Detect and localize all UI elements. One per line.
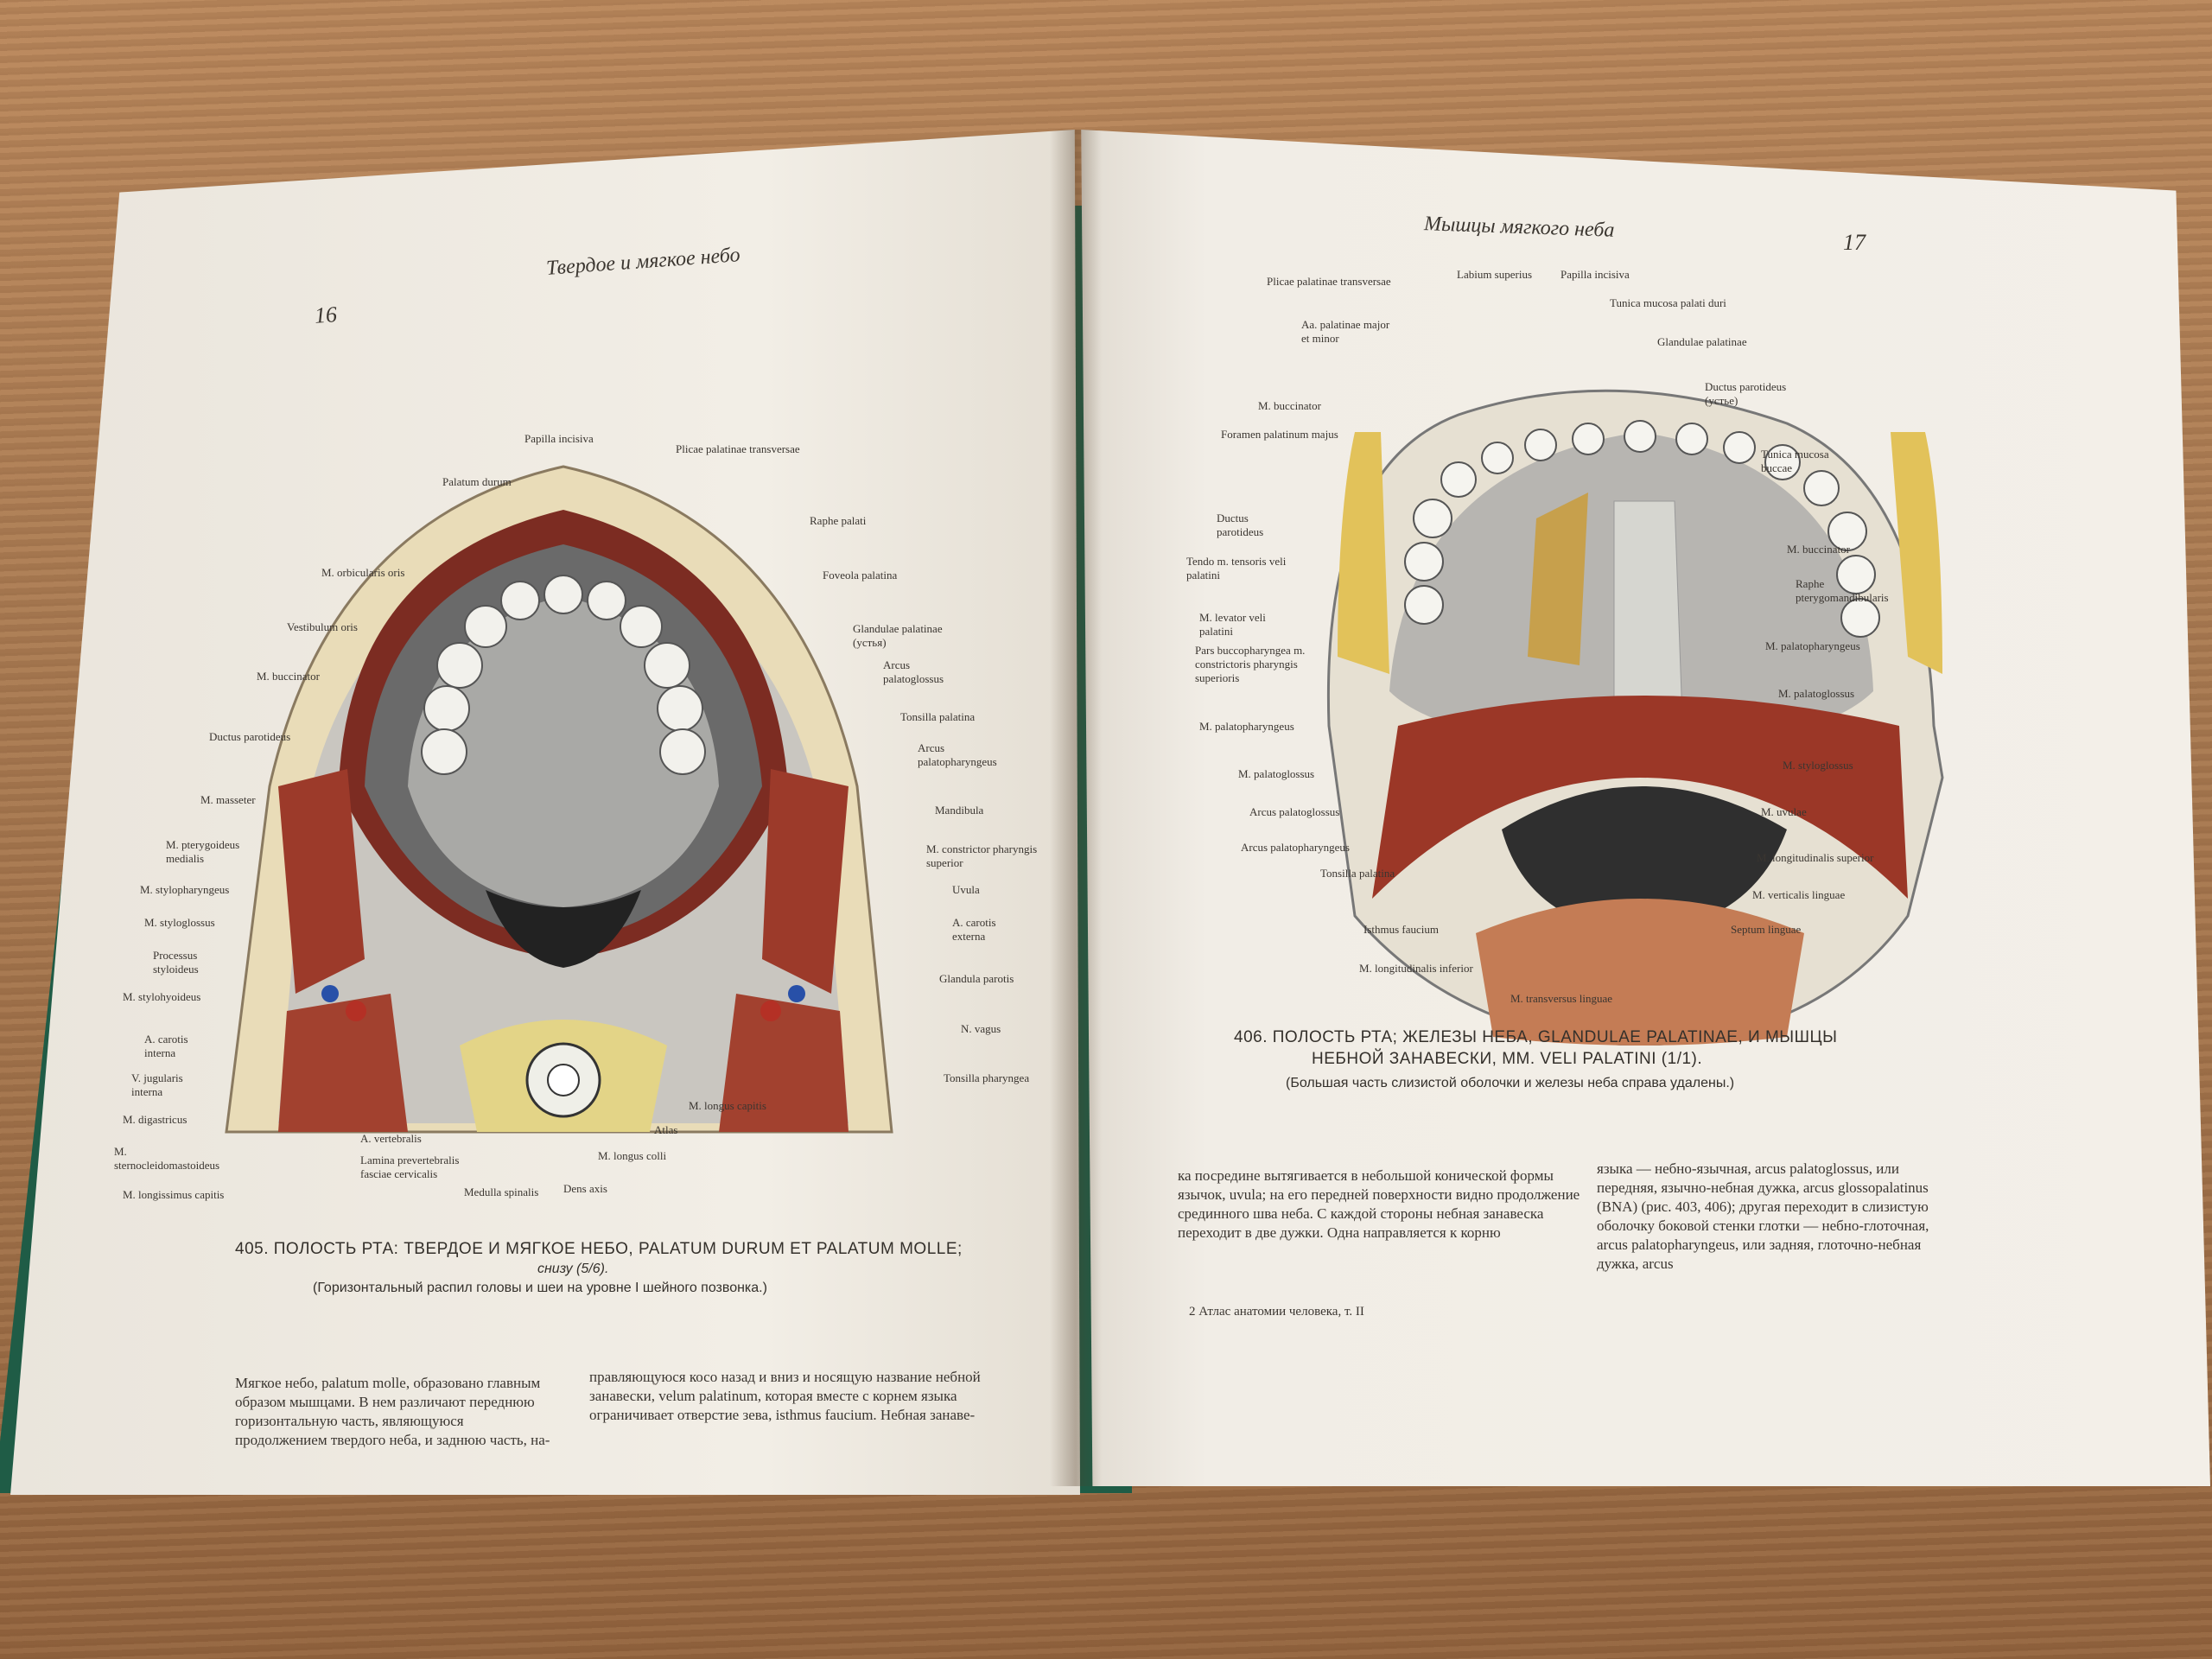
illustration-406 (1326, 389, 1944, 1046)
label-ductus-parotideus: Ductus parotideus (209, 730, 291, 743)
label-arcus-palatoglossus-r: Arcus palatoglossus (1249, 805, 1340, 818)
label-arcus-palatoglossus: Arcus palatoglossus (883, 658, 944, 685)
label-a-carotis-interna: A. carotis interna (144, 1033, 188, 1059)
caption-405-title: 405. ПОЛОСТЬ РТА: ТВЕРДОЕ И МЯГКОЕ НЕБО,… (235, 1240, 963, 1258)
caption-405-view: снизу (5/6). (537, 1262, 609, 1276)
label-uvula: Uvula (952, 883, 980, 896)
body-text-right-col2: языка — небно-язычная, arcus palatogloss… (1597, 1160, 1929, 1272)
label-m-palatopharyngeus-r: M. palatopharyngeus (1199, 720, 1294, 733)
label-m-buccinator: M. buccinator (257, 670, 320, 683)
body-text-left-col1: Мягкое небо, palatum molle, образовано г… (235, 1375, 550, 1448)
right-page-footer: 2 Атлас анатомии человека, т. II (1189, 1305, 1364, 1319)
label-a-vertebralis: A. vertebralis (360, 1132, 422, 1145)
caption-406-title-2: НЕБНОЙ ЗАНАВЕСКИ, MM. VELI PALATINI (1/1… (1312, 1050, 1703, 1068)
label-m-stylohyoideus: M. stylohyoideus (123, 990, 201, 1003)
label-m-longissimus-capitis: M. longissimus capitis (123, 1188, 225, 1201)
label-papilla-incisiva-r: Papilla incisiva (1560, 268, 1630, 281)
label-isthmus-faucium: Isthmus faucium (1363, 923, 1440, 936)
label-processus-styloideus: Processus styloideus (153, 949, 199, 976)
label-palatum-durum: Palatum durum (442, 475, 512, 488)
left-page: Твердое и мягкое небо 16 Palatum durum M… (10, 130, 1080, 1495)
label-m-uvulae: M. uvulae (1761, 805, 1807, 818)
label-m-digastricus: M. digastricus (123, 1113, 188, 1126)
label-m-buccinator-r: M. buccinator (1258, 399, 1321, 412)
label-dens-axis: Dens axis (563, 1182, 607, 1195)
right-page-header: Мышцы мягкого неба (1423, 213, 1615, 242)
label-vestibulum-oris: Vestibulum oris (287, 620, 358, 633)
label-plicae-palatinae-transversae: Plicae palatinae transversae (676, 442, 800, 455)
label-tonsilla-palatina-r: Tonsilla palatina (1320, 867, 1395, 880)
label-tonsilla-pharyngea: Tonsilla pharyngea (944, 1071, 1030, 1084)
body-text-right-col1: ка посредине вытягивается в небольшой ко… (1178, 1167, 1580, 1241)
caption-406-note: (Большая часть слизистой оболочки и желе… (1286, 1076, 1735, 1090)
right-page: Мышцы мягкого неба 17 Plicae palatinae t… (1081, 130, 2210, 1486)
label-m-palatoglossus-r2: M. palatoglossus (1778, 687, 1855, 700)
label-m-transversus-linguae: M. transversus linguae (1510, 992, 1613, 1005)
right-page-number: 17 (1843, 230, 1866, 255)
label-glandulae-palatinae-r: Glandulae palatinae (1657, 335, 1747, 348)
label-pars-buccopharyngea: Pars buccopharyngea m. constrictoris pha… (1195, 644, 1306, 684)
label-plicae-palatinae-transversae-r: Plicae palatinae transversae (1267, 275, 1391, 288)
label-n-vagus: N. vagus (961, 1022, 1001, 1035)
illustration-405 (225, 465, 893, 1134)
label-foveola-palatina: Foveola palatina (823, 569, 898, 582)
label-glandula-parotis: Glandula parotis (939, 972, 1014, 985)
label-a-carotis-externa: A. carotis externa (952, 916, 996, 943)
label-m-levator-veli-palatini: M. levator veli palatini (1199, 611, 1266, 638)
label-aa-palatinae: Aa. palatinae major et minor (1301, 318, 1390, 345)
label-septum-linguae: Septum linguae (1731, 923, 1802, 936)
label-m-sternocleidomastoideus: M. sternocleidomastoideus (114, 1145, 220, 1172)
label-medulla-spinalis: Medulla spinalis (464, 1185, 539, 1198)
caption-406-title-1: 406. ПОЛОСТЬ РТА; ЖЕЛЕЗЫ НЕБА, GLANDULAE… (1234, 1028, 1838, 1046)
label-m-longus-capitis: M. longus capitis (689, 1099, 766, 1112)
label-mandibula: Mandibula (935, 804, 984, 817)
label-foramen-palatinum: Foramen palatinum majus (1221, 428, 1338, 441)
label-tunica-mucosa-buccae: Tunica mucosa buccae (1761, 448, 1829, 474)
label-lamina-prevertebralis: Lamina prevertebralis fasciae cervicalis (360, 1154, 460, 1180)
label-m-palatoglossus-r: M. palatoglossus (1238, 767, 1315, 780)
label-glandulae-palatinae: Glandulae palatinae (устья) (853, 622, 943, 649)
label-raphe-palati: Raphe palati (810, 514, 867, 527)
label-m-stylopharyngeus: M. stylopharyngeus (140, 883, 230, 896)
label-ductus-parotideus-r: Ductus parotideus (1217, 512, 1264, 538)
book-gutter (1050, 130, 1102, 1486)
label-v-jugularis-interna: V. jugularis interna (131, 1071, 183, 1098)
label-m-styloglossus: M. styloglossus (144, 916, 215, 929)
caption-405-note: (Горизонтальный распил головы и шеи на у… (313, 1281, 767, 1295)
label-tonsilla-palatina: Tonsilla palatina (900, 710, 976, 723)
label-m-longitudinalis-inferior: M. longitudinalis inferior (1359, 962, 1473, 975)
label-labium-superius: Labium superius (1457, 268, 1533, 281)
label-m-palatopharyngeus-r2: M. palatopharyngeus (1765, 639, 1860, 652)
label-m-pterygoideus-medialis: M. pterygoideus medialis (166, 838, 240, 865)
label-ductus-parotideus-ustye: Ductus parotideus (устье) (1705, 380, 1787, 407)
label-m-orbicularis-oris: M. orbicularis oris (321, 566, 405, 579)
label-m-longus-colli: M. longus colli (598, 1149, 667, 1162)
label-atlas: Atlas (654, 1123, 678, 1136)
label-papilla-incisiva: Papilla incisiva (524, 432, 594, 445)
label-raphe-pterygomandibularis: Raphe pterygomandibularis (1796, 577, 1889, 604)
label-tunica-mucosa-palati: Tunica mucosa palati duri (1610, 296, 1726, 309)
label-m-styloglossus-r: M. styloglossus (1783, 759, 1853, 772)
label-m-longitudinalis-superior: M. longitudinalis superior (1757, 851, 1874, 864)
body-text-left-col2: правляющуюся косо назад и вниз и носящую… (589, 1369, 981, 1423)
label-tendo-tensoris: Tendo m. tensoris veli palatini (1186, 555, 1287, 582)
label-m-buccinator-r2: M. buccinator (1787, 543, 1850, 556)
label-m-masseter: M. masseter (200, 793, 256, 806)
label-arcus-palatopharyngeus-r: Arcus palatopharyngeus (1241, 841, 1350, 854)
label-m-verticalis-linguae: M. verticalis linguae (1752, 888, 1846, 901)
left-page-header: Твердое и мягкое небо (545, 244, 741, 280)
label-arcus-palatopharyngeus: Arcus palatopharyngeus (918, 741, 997, 768)
label-m-constrictor-pharyngis-superior: M. constrictor pharyngis superior (926, 842, 1038, 869)
